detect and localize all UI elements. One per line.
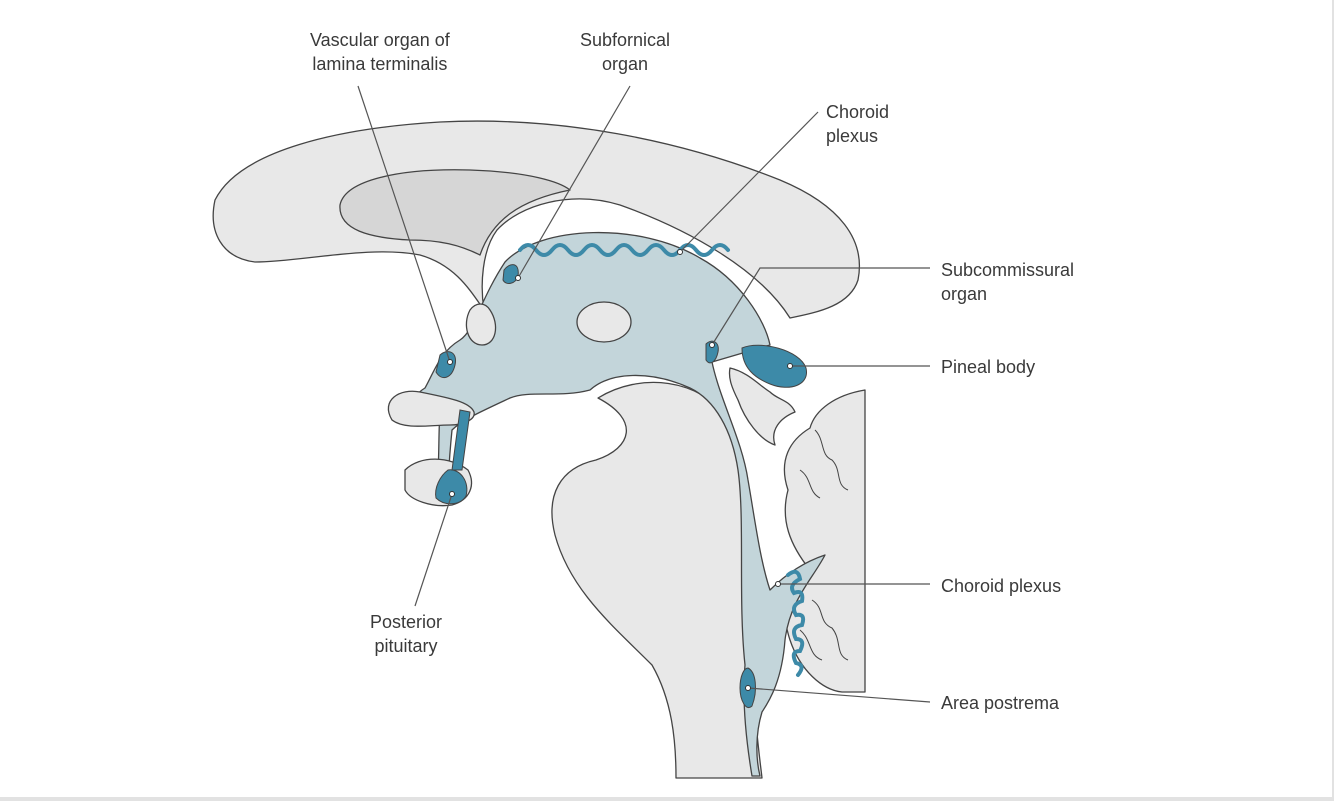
brainstem-shape (551, 381, 763, 779)
label-choroid-plexus-lower-line1: Choroid plexus (941, 576, 1062, 596)
corpus-callosum-shape (212, 120, 860, 319)
vascular-organ-shape (435, 351, 457, 379)
label-subfornical-organ-line2: organ (602, 54, 649, 74)
pituitary-stalk-shape (451, 409, 471, 471)
tectum-tissue (728, 367, 796, 446)
label-posterior-pituitary: Posterior pituitary (370, 610, 442, 658)
label-vascular-organ-line1: Vascular organ of (310, 30, 450, 50)
cerebellum-shape (783, 389, 866, 693)
choroid-plexus-lower-shape (786, 569, 806, 677)
posterior-pituitary-shape (435, 469, 468, 505)
label-choroid-plexus-upper-line2: plexus (826, 126, 879, 146)
label-area-postrema: Area postrema (941, 691, 1059, 715)
leader-subfornical-organ (517, 85, 631, 279)
leader-choroid-plexus-upper (679, 111, 819, 253)
label-vascular-organ: Vascular organ of lamina terminalis (310, 28, 450, 76)
label-posterior-pituitary-line1: Posterior (370, 612, 443, 632)
label-subcommissural-organ-line2: organ (941, 284, 988, 304)
choroid-plexus-upper-shape (518, 243, 730, 257)
leader-vascular-organ (357, 85, 451, 363)
pineal-body-shape (741, 344, 807, 388)
label-area-postrema-line1: Area postrema (941, 693, 1060, 713)
label-choroid-plexus-lower: Choroid plexus (941, 574, 1061, 598)
label-choroid-plexus-upper-line1: Choroid (826, 102, 890, 122)
label-pineal-body-line1: Pineal body (941, 357, 1036, 377)
leader-subcommissural-organ (711, 267, 930, 346)
cerebellar-folia (799, 429, 849, 661)
leader-area-postrema (747, 687, 931, 703)
fornix-region (339, 169, 571, 256)
label-vascular-organ-line2: lamina terminalis (312, 54, 448, 74)
label-subcommissural-organ: Subcommissural organ (941, 258, 1074, 306)
interthalamic-adhesion (576, 301, 632, 343)
label-subfornical-organ-line1: Subfornical (580, 30, 671, 50)
label-subcommissural-organ-line1: Subcommissural (941, 260, 1075, 280)
label-choroid-plexus-upper: Choroid plexus (826, 100, 889, 148)
subcommissural-organ-shape (705, 340, 719, 364)
label-pineal-body: Pineal body (941, 355, 1035, 379)
optic-recess-tissue (387, 390, 475, 427)
lamina-terminalis-region (465, 303, 497, 346)
label-posterior-pituitary-line2: pituitary (374, 636, 438, 656)
leader-posterior-pituitary (414, 493, 453, 607)
label-subfornical-organ: Subfornical organ (580, 28, 670, 76)
